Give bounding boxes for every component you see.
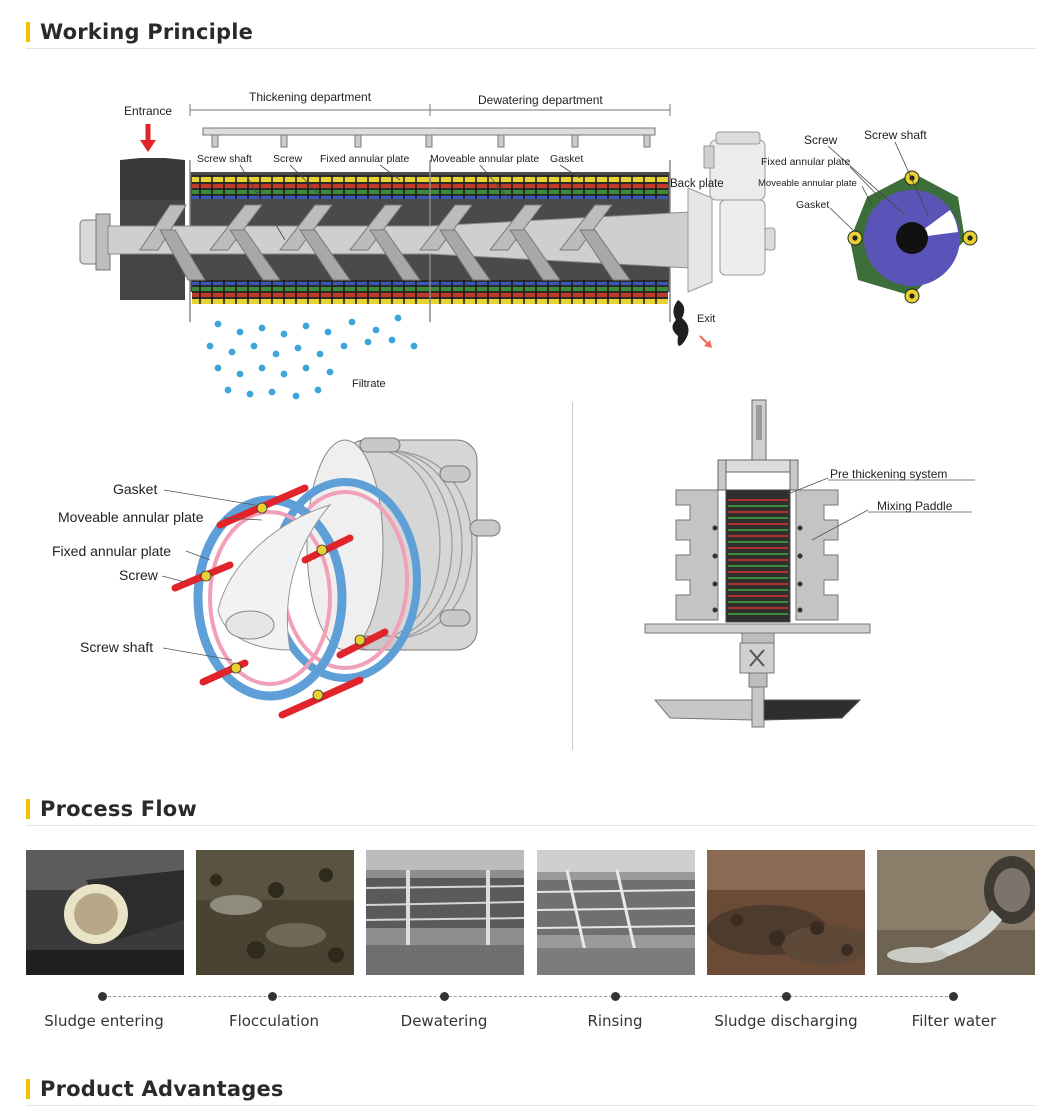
label-screw: Screw: [273, 153, 303, 165]
exploded-label-fixed-annular-plate: Fixed annular plate: [52, 543, 171, 559]
step-label-rinsing: Rinsing: [587, 1012, 643, 1030]
exploded-label-gasket: Gasket: [113, 481, 157, 497]
label-entrance: Entrance: [124, 104, 172, 118]
section-title: Product Advantages: [40, 1077, 284, 1101]
section-title: Working Principle: [40, 20, 254, 44]
pre-thickening-diagram: Pre thickening system Mixing Paddle: [644, 399, 975, 728]
filter-water-photo: [877, 850, 1035, 975]
ring-label-screw: Screw: [804, 133, 838, 147]
process-timeline: [103, 996, 953, 997]
section-header-working-principle: Working Principle: [26, 20, 253, 44]
label-back-plate: Back plate: [670, 178, 724, 190]
label-gasket: Gasket: [550, 153, 583, 165]
section-header-process-flow: Process Flow: [26, 797, 197, 821]
accent-bar: [26, 22, 30, 42]
step-label-dewatering: Dewatering: [400, 1012, 488, 1030]
label-screw-shaft: Screw shaft: [197, 153, 252, 165]
dewatering-photo: [366, 850, 524, 975]
step-label-flocculation: Flocculation: [228, 1012, 320, 1030]
step-label-sludge-discharging: Sludge discharging: [714, 1012, 858, 1030]
accent-bar: [26, 1079, 30, 1099]
section-divider: [26, 1105, 1036, 1106]
label-exit: Exit: [697, 313, 715, 325]
column-divider: [572, 402, 573, 750]
ring-label-fixed-annular-plate: Fixed annular plate: [761, 156, 850, 168]
step-label-sludge-entering: Sludge entering: [44, 1012, 164, 1030]
label-dewatering-department: Dewatering department: [478, 93, 603, 107]
exploded-ring-diagram: Gasket Moveable annular plate Fixed annu…: [52, 437, 501, 719]
screw-press-diagram: Entrance Thickening department Dewaterin…: [79, 90, 978, 400]
exploded-label-screw-shaft: Screw shaft: [80, 639, 153, 655]
timeline-dot: [611, 992, 620, 1001]
flocculation-photo: [196, 850, 354, 975]
label-filtrate: Filtrate: [352, 378, 386, 390]
exploded-label-moveable-annular-plate: Moveable annular plate: [58, 509, 204, 525]
sludge-cake-photo: [707, 850, 865, 975]
ring-label-screw-shaft: Screw shaft: [864, 128, 927, 142]
timeline-dot: [268, 992, 277, 1001]
pre-thickening-label-paddle: Mixing Paddle: [877, 499, 953, 513]
section-divider: [26, 825, 1036, 826]
rinsing-photo: [537, 850, 695, 975]
exploded-label-screw: Screw: [119, 567, 159, 583]
section-divider: [26, 48, 1036, 49]
timeline-dot: [949, 992, 958, 1001]
timeline-dot: [782, 992, 791, 1001]
ring-cross-section: Screw Screw shaft Fixed annular plate Mo…: [758, 128, 978, 304]
timeline-dot: [440, 992, 449, 1001]
section-header-product-advantages: Product Advantages: [26, 1077, 284, 1101]
sludge-inlet-photo: [26, 850, 184, 975]
step-label-filter-water: Filter water: [911, 1012, 997, 1030]
label-moveable-annular-plate: Moveable annular plate: [430, 153, 539, 165]
label-fixed-annular-plate: Fixed annular plate: [320, 153, 409, 165]
ring-label-gasket: Gasket: [796, 199, 829, 211]
accent-bar: [26, 799, 30, 819]
label-thickening-department: Thickening department: [249, 90, 372, 104]
timeline-dot: [98, 992, 107, 1001]
section-title: Process Flow: [40, 797, 197, 821]
ring-label-moveable-annular-plate: Moveable annular plate: [758, 178, 857, 189]
pre-thickening-label-system: Pre thickening system: [830, 467, 947, 481]
